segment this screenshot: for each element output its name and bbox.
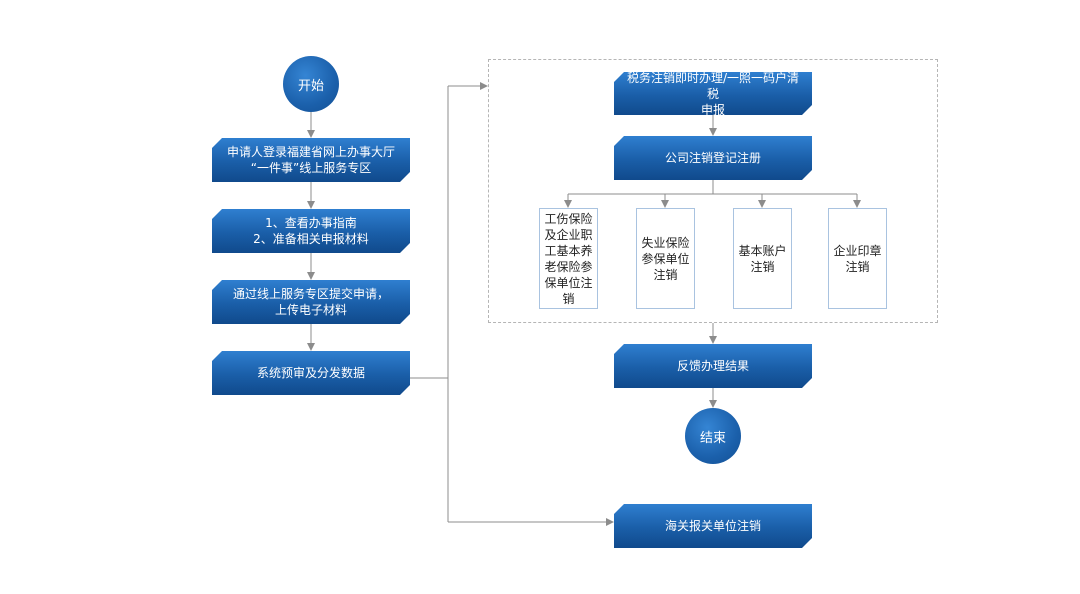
sub-item-bank-account-label: 基本账户注销 xyxy=(738,243,787,274)
sub-item-seal: 企业印章注销 xyxy=(828,208,887,309)
step-prepare-line1: 1、查看办事指南 xyxy=(265,216,357,230)
step-login: 申请人登录福建省网上办事大厅 “一件事”线上服务专区 xyxy=(212,138,410,182)
sub-item-bank-account: 基本账户注销 xyxy=(733,208,792,309)
sub-item-unemployment: 失业保险参保单位注销 xyxy=(636,208,695,309)
step-customs-label: 海关报关单位注销 xyxy=(664,519,761,533)
step-prepare: 1、查看办事指南 2、准备相关申报材料 xyxy=(212,209,410,253)
step-tax: 税务注销即时办理/一照一码户清税 申报 xyxy=(614,72,812,115)
step-login-line1: 申请人登录福建省网上办事大厅 xyxy=(226,145,395,159)
step-prepare-line2: 2、准备相关申报材料 xyxy=(253,232,369,246)
start-node: 开始 xyxy=(283,56,339,112)
step-customs: 海关报关单位注销 xyxy=(614,504,812,548)
start-label: 开始 xyxy=(297,78,324,94)
step-precheck-label: 系统预审及分发数据 xyxy=(256,366,365,380)
sub-item-injury-pension: 工伤保险及企业职工基本养老保险参保单位注销 xyxy=(539,208,598,309)
step-login-line2: “一件事”线上服务专区 xyxy=(250,161,372,175)
step-tax-line2: 申报 xyxy=(700,102,725,117)
cancellation-group-frame xyxy=(488,59,938,323)
step-submit-line1: 通过线上服务专区提交申请， xyxy=(232,287,389,301)
step-feedback-label: 反馈办理结果 xyxy=(676,359,749,373)
step-tax-line1: 税务注销即时办理/一照一码户清税 xyxy=(626,70,800,101)
step-submit-line2: 上传电子材料 xyxy=(274,303,347,317)
end-node: 结束 xyxy=(685,408,741,464)
step-company-label: 公司注销登记注册 xyxy=(664,151,761,165)
sub-item-unemployment-label: 失业保险参保单位注销 xyxy=(641,235,690,282)
step-submit: 通过线上服务专区提交申请， 上传电子材料 xyxy=(212,280,410,324)
sub-item-injury-pension-label: 工伤保险及企业职工基本养老保险参保单位注销 xyxy=(544,211,593,306)
sub-item-seal-label: 企业印章注销 xyxy=(833,243,882,274)
step-company: 公司注销登记注册 xyxy=(614,136,812,180)
step-precheck: 系统预审及分发数据 xyxy=(212,351,410,395)
end-label: 结束 xyxy=(699,430,726,446)
step-feedback: 反馈办理结果 xyxy=(614,344,812,388)
